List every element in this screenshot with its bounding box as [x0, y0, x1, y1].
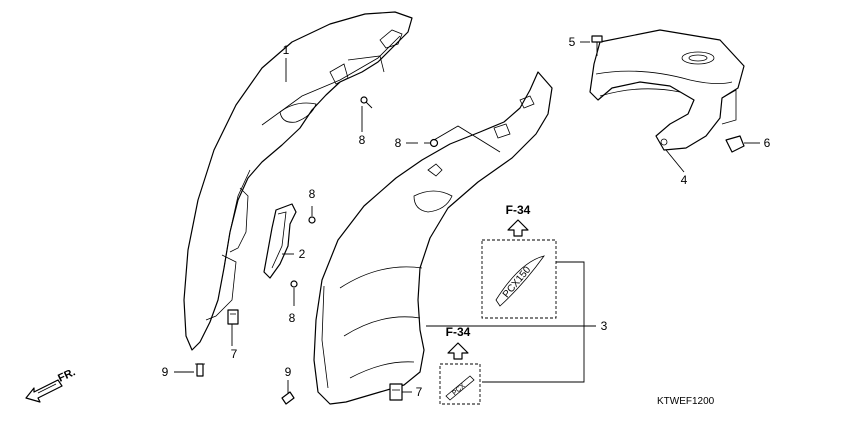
- section-ref-label: F-34: [446, 325, 471, 339]
- callout-9-left: 9: [162, 365, 169, 379]
- callout-5: 5: [569, 35, 576, 49]
- emblem-text-large: PCX150: [501, 264, 534, 300]
- diagram-code: KTWEF1200: [657, 396, 715, 407]
- leader-lines: [174, 41, 760, 393]
- callout-7-left: 7: [231, 347, 238, 361]
- clip-icon: [227, 309, 239, 325]
- callout-1: 1: [283, 43, 290, 57]
- callout-2: 2: [299, 247, 306, 261]
- clip-icon: [725, 135, 745, 153]
- clip-icon: [389, 383, 403, 401]
- callout-6: 6: [764, 136, 771, 150]
- screw-icon: [591, 35, 603, 56]
- left-side-cover: [183, 11, 413, 351]
- section-ref-upper: F-34: [506, 203, 531, 237]
- bolt-icon: [281, 380, 295, 405]
- callout-4: 4: [681, 173, 688, 187]
- main-body-cover: [313, 71, 553, 405]
- screw-icon: [290, 280, 298, 306]
- direction-label: FR.: [56, 366, 77, 384]
- inner-bracket: [263, 203, 297, 279]
- callout-7-right: 7: [416, 385, 423, 399]
- callout-3: 3: [601, 319, 608, 333]
- screw-icon: [308, 206, 316, 224]
- emblem-decal-large: PCX150: [481, 239, 557, 319]
- callout-8-middle: 8: [395, 136, 402, 150]
- callout-8-upper-left: 8: [309, 187, 316, 201]
- section-ref-label: F-34: [506, 203, 531, 217]
- bolt-icon: [195, 363, 205, 377]
- callout-8-top: 8: [359, 133, 366, 147]
- front-direction-arrow: FR.: [25, 366, 77, 403]
- section-ref-lower: F-34: [446, 325, 471, 360]
- screw-icon: [424, 138, 439, 148]
- screw-icon: [360, 96, 373, 109]
- emblem-text-small: PCX: [451, 382, 467, 397]
- emblem-decal-small: PCX: [439, 363, 481, 405]
- callout-8-lower-left: 8: [289, 311, 296, 325]
- callout-9-bottom: 9: [285, 365, 292, 379]
- rear-tail-cover: [589, 29, 745, 151]
